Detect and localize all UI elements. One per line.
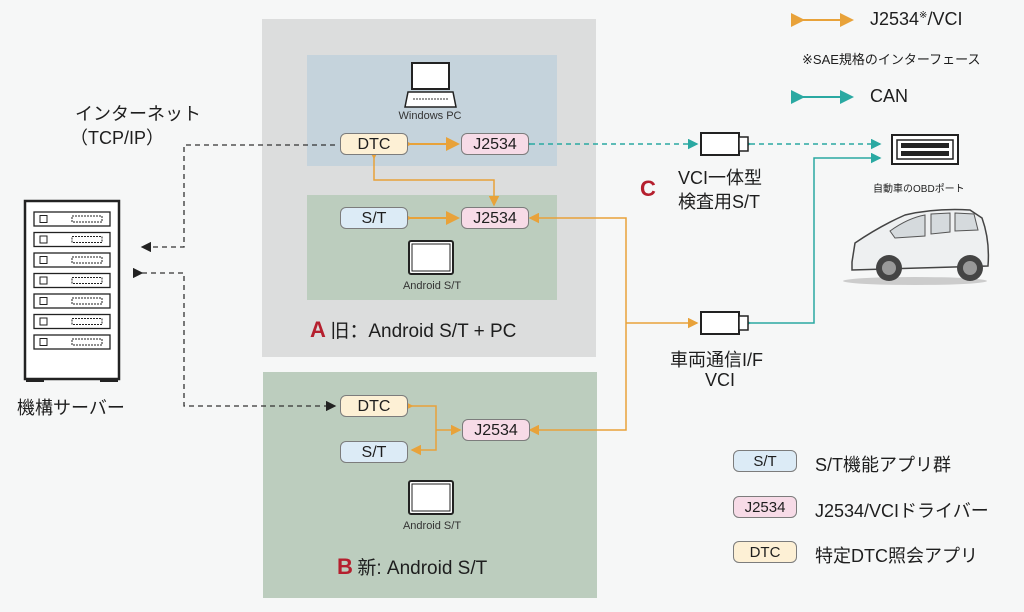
chip-st-b: S/T	[340, 441, 408, 463]
chip-dtc-a: DTC	[340, 133, 408, 155]
server-unit	[33, 252, 111, 268]
obd-port-label: 自動車のOBDポート	[873, 184, 965, 195]
chip-j2534-pc: J2534	[461, 133, 529, 155]
config-c-line1: VCI一体型	[678, 168, 763, 188]
chip-st-a: S/T	[340, 207, 408, 229]
config-c-line2: 検査用S/T	[678, 192, 761, 212]
legend-chip-dtc: DTC	[733, 541, 797, 563]
server-unit	[33, 334, 111, 350]
legend-chip-j2534: J2534	[733, 496, 797, 518]
chip-j2534-a: J2534	[461, 207, 529, 229]
tablet-icon-b	[408, 480, 454, 515]
car-icon	[843, 208, 990, 285]
vci-line1: 車両通信I/F	[670, 350, 763, 370]
legend-desc-dtc: 特定DTC照会アプリ	[815, 546, 978, 566]
laptop-icon	[404, 62, 457, 108]
server-label: 機構サーバー	[17, 398, 125, 418]
legend-desc-j2534: J2534/VCIドライバー	[815, 501, 989, 521]
legend-desc-st: S/T機能アプリ群	[815, 455, 952, 475]
vci-integrated-device-icon	[700, 132, 749, 156]
tablet-icon-a	[408, 240, 454, 275]
server-unit	[33, 272, 111, 289]
android-st-label-a: Android S/T	[402, 280, 462, 292]
legend-chip-st: S/T	[733, 450, 797, 472]
legend-j2534-label: J2534※/VCI	[870, 9, 963, 29]
config-a-title: A 旧：Android S/T + PC	[310, 317, 517, 342]
windows-pc-label: Windows PC	[398, 110, 462, 122]
obd-port-icon	[891, 134, 959, 165]
vci-device-icon	[700, 311, 749, 335]
server-unit	[33, 313, 111, 330]
internet-line-a	[140, 144, 335, 253]
config-c-letter: C	[640, 176, 656, 201]
tcpip-label: （TCP/IP）	[70, 128, 165, 148]
legend-can-label: CAN	[870, 86, 909, 106]
vci-line2: VCI	[705, 370, 736, 390]
server-rack-icon	[23, 199, 121, 382]
server-unit	[33, 211, 111, 227]
server-unit	[33, 293, 111, 309]
chip-j2534-b: J2534	[462, 419, 530, 441]
legend-footnote: ※SAE規格のインターフェース	[802, 52, 981, 67]
internet-line-b	[132, 267, 337, 412]
android-st-label-b: Android S/T	[402, 520, 462, 532]
server-unit	[33, 231, 111, 248]
config-b-title: B 新: Android S/T	[337, 554, 488, 579]
chip-dtc-b: DTC	[340, 395, 408, 417]
internet-label: インターネット	[75, 104, 201, 124]
